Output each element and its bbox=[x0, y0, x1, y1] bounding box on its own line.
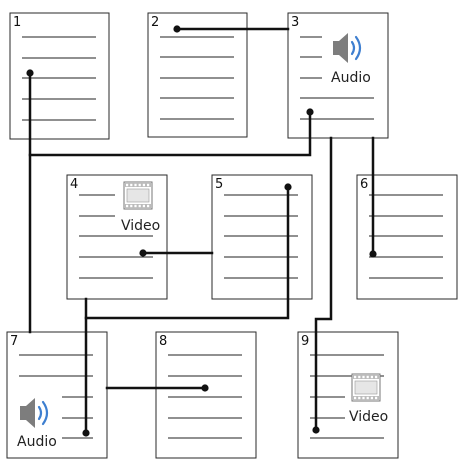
film-hole bbox=[138, 204, 141, 208]
page-box bbox=[297, 331, 399, 459]
film-hole bbox=[147, 183, 150, 187]
film-hole bbox=[358, 375, 361, 379]
connector-line bbox=[84, 185, 290, 435]
film-hole bbox=[134, 204, 137, 208]
page-box bbox=[9, 12, 110, 140]
film-hole bbox=[358, 396, 361, 400]
film-hole bbox=[366, 396, 369, 400]
film-hole bbox=[362, 396, 365, 400]
audio-label: Audio bbox=[331, 70, 371, 86]
page-number: 1 bbox=[13, 15, 21, 30]
film-hole bbox=[366, 375, 369, 379]
page-2: 2 bbox=[147, 12, 248, 138]
film-hole bbox=[126, 204, 129, 208]
connector-endpoint bbox=[26, 69, 34, 77]
film-hole bbox=[375, 396, 378, 400]
speaker-icon bbox=[20, 398, 49, 428]
link-3-6 bbox=[369, 136, 377, 258]
film-hole bbox=[130, 183, 133, 187]
sound-wave-inner bbox=[37, 405, 43, 421]
film-hole bbox=[362, 375, 365, 379]
connector-endpoint bbox=[306, 108, 314, 116]
film-hole bbox=[142, 183, 145, 187]
page-5: 5 bbox=[211, 174, 313, 300]
connector-endpoint bbox=[82, 429, 90, 437]
film-perforation-bottom bbox=[125, 204, 151, 208]
page-number: 8 bbox=[159, 334, 167, 349]
link-4-5 bbox=[139, 249, 214, 257]
connector-endpoint bbox=[369, 250, 377, 258]
connector-line bbox=[28, 71, 312, 157]
link-1-3 bbox=[26, 69, 314, 157]
film-perforation-bottom bbox=[353, 396, 379, 400]
film-cell bbox=[126, 188, 150, 203]
page-number: 2 bbox=[151, 15, 159, 30]
speaker-icon bbox=[333, 33, 362, 63]
film-hole bbox=[375, 375, 378, 379]
page-number: 3 bbox=[291, 15, 299, 30]
page-number: 4 bbox=[70, 177, 78, 192]
link-5-7 bbox=[82, 183, 292, 437]
page-box bbox=[147, 12, 248, 138]
connector-endpoint bbox=[139, 249, 147, 257]
page-number: 6 bbox=[360, 177, 368, 192]
film-hole bbox=[142, 204, 145, 208]
film-hole bbox=[370, 375, 373, 379]
sound-wave-inner bbox=[350, 40, 356, 56]
page-number: 9 bbox=[301, 334, 309, 349]
page-8: 8 bbox=[155, 331, 257, 459]
page-number: 5 bbox=[215, 177, 223, 192]
video-label: Video bbox=[121, 218, 160, 234]
film-hole bbox=[354, 396, 357, 400]
page-number: 7 bbox=[10, 334, 18, 349]
film-hole bbox=[370, 396, 373, 400]
connector-endpoint bbox=[312, 426, 320, 434]
film-hole bbox=[147, 204, 150, 208]
links-layer bbox=[26, 25, 377, 437]
connector-line bbox=[314, 136, 333, 432]
connector-endpoint bbox=[284, 183, 292, 191]
speaker-cone bbox=[20, 398, 35, 428]
link-7-8 bbox=[105, 384, 209, 392]
page-1: 1 bbox=[9, 12, 110, 140]
film-hole bbox=[130, 204, 133, 208]
film-hole bbox=[138, 183, 141, 187]
film-hole bbox=[354, 375, 357, 379]
audio-label: Audio bbox=[17, 434, 57, 450]
page-box bbox=[6, 331, 108, 459]
connector-endpoint bbox=[173, 25, 181, 33]
video-label: Video bbox=[349, 409, 388, 425]
page-box bbox=[287, 12, 389, 139]
sound-wave-outer bbox=[354, 35, 362, 61]
film-hole bbox=[126, 183, 129, 187]
link-2-3 bbox=[173, 25, 290, 33]
film-icon bbox=[351, 373, 381, 402]
film-perforation-top bbox=[125, 183, 151, 187]
speaker-cone bbox=[333, 33, 348, 63]
page-box bbox=[211, 174, 313, 300]
page-box bbox=[155, 331, 257, 459]
film-icon bbox=[123, 181, 153, 210]
link-3-9 bbox=[312, 136, 333, 434]
film-hole bbox=[134, 183, 137, 187]
film-cell bbox=[354, 380, 378, 395]
connector-endpoint bbox=[201, 384, 209, 392]
sound-wave-outer bbox=[41, 400, 49, 426]
film-perforation-top bbox=[353, 375, 379, 379]
